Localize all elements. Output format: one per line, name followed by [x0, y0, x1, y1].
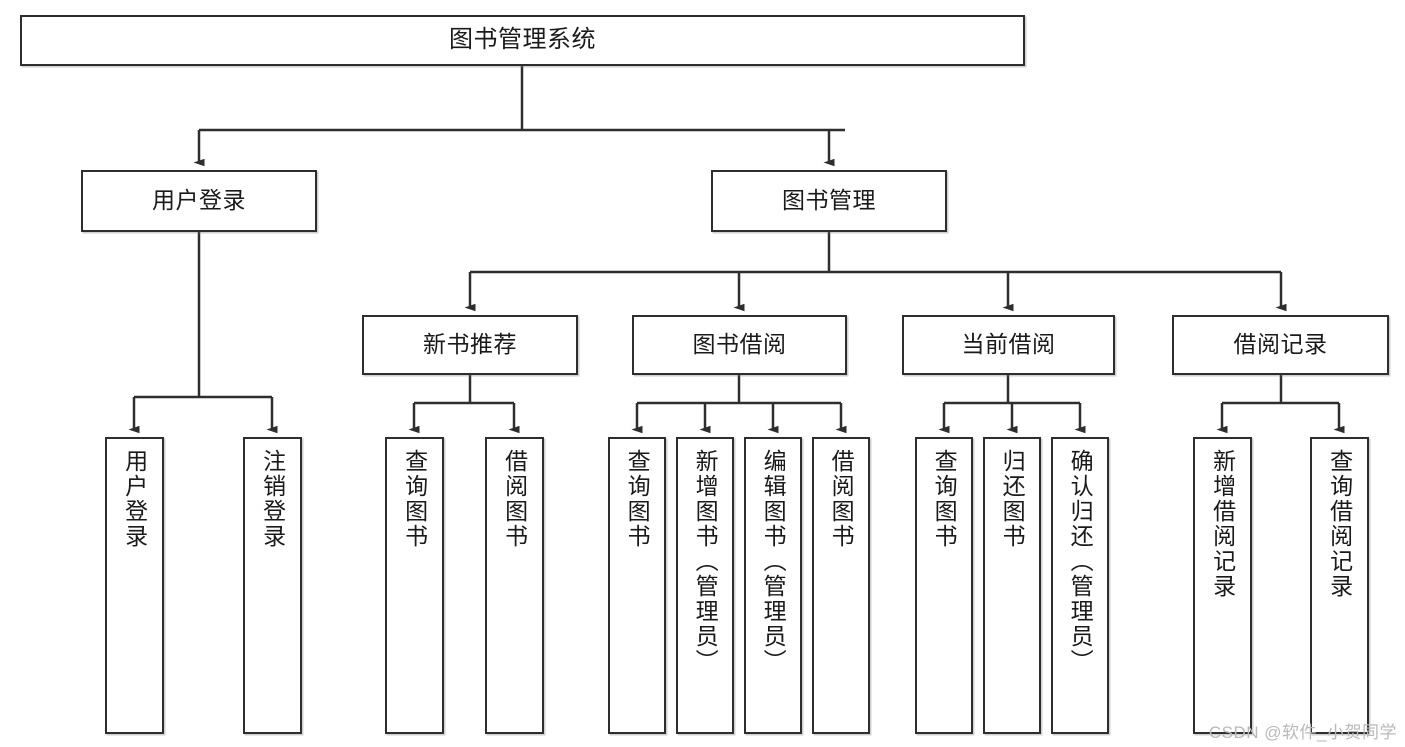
leaf-user-login-login-label: 用户登录: [121, 449, 148, 549]
node-user-login-label: 用户登录: [152, 187, 246, 214]
leaf-current-borrow-return-book-label: 归还图书: [999, 449, 1026, 549]
node-current-borrow-label: 当前借阅: [961, 331, 1056, 358]
leaf-new-book-borrow-book-label: 借阅图书: [501, 449, 528, 549]
node-root-label: 图书管理系统: [449, 26, 596, 54]
leaf-user-login-logout-label: 注销登录: [259, 449, 286, 549]
node-book-borrow[interactable]: 图书借阅: [632, 315, 847, 375]
node-user-login[interactable]: 用户登录: [81, 170, 317, 232]
node-borrow-record-label: 借阅记录: [1233, 331, 1328, 358]
node-book-management-label: 图书管理: [782, 187, 876, 214]
leaf-current-borrow-query-book[interactable]: 查询图书: [915, 437, 973, 734]
node-book-management[interactable]: 图书管理: [711, 170, 947, 232]
leaf-borrow-record-add-record[interactable]: 新增借阅记录: [1193, 437, 1252, 734]
node-borrow-record[interactable]: 借阅记录: [1172, 315, 1389, 375]
leaf-new-book-query-book[interactable]: 查询图书: [385, 437, 444, 734]
leaf-new-book-query-book-label: 查询图书: [401, 449, 428, 549]
node-book-borrow-label: 图书借阅: [692, 331, 787, 358]
leaf-borrow-record-query-record-label: 查询借阅记录: [1326, 449, 1353, 599]
leaf-current-borrow-confirm-return-admin-label: 确认归还（管理员）: [1067, 449, 1094, 674]
leaf-user-login-login[interactable]: 用户登录: [105, 437, 164, 734]
csdn-watermark: CSDN @软件_小贺同学: [1208, 723, 1397, 742]
leaf-user-login-logout[interactable]: 注销登录: [243, 437, 302, 734]
leaf-current-borrow-confirm-return-admin[interactable]: 确认归还（管理员）: [1051, 437, 1109, 734]
node-current-borrow[interactable]: 当前借阅: [902, 315, 1115, 375]
node-root-library-management-system[interactable]: 图书管理系统: [20, 15, 1025, 66]
leaf-current-borrow-query-book-label: 查询图书: [931, 449, 958, 549]
leaf-book-borrow-edit-book-admin-label: 编辑图书（管理员）: [760, 449, 787, 674]
leaf-book-borrow-borrow-book[interactable]: 借阅图书: [812, 437, 870, 734]
leaf-book-borrow-borrow-book-label: 借阅图书: [828, 449, 855, 549]
leaf-book-borrow-edit-book-admin[interactable]: 编辑图书（管理员）: [744, 437, 802, 734]
node-new-book-recommend[interactable]: 新书推荐: [362, 315, 578, 375]
leaf-borrow-record-add-record-label: 新增借阅记录: [1209, 449, 1236, 599]
leaf-current-borrow-return-book[interactable]: 归还图书: [983, 437, 1041, 734]
leaf-new-book-borrow-book[interactable]: 借阅图书: [485, 437, 544, 734]
node-new-book-recommend-label: 新书推荐: [423, 331, 517, 358]
leaf-book-borrow-query-book-label: 查询图书: [624, 449, 651, 549]
leaf-book-borrow-add-book-admin-label: 新增图书（管理员）: [692, 449, 719, 674]
leaf-borrow-record-query-record[interactable]: 查询借阅记录: [1310, 437, 1369, 734]
leaf-book-borrow-query-book[interactable]: 查询图书: [608, 437, 666, 734]
leaf-book-borrow-add-book-admin[interactable]: 新增图书（管理员）: [676, 437, 734, 734]
